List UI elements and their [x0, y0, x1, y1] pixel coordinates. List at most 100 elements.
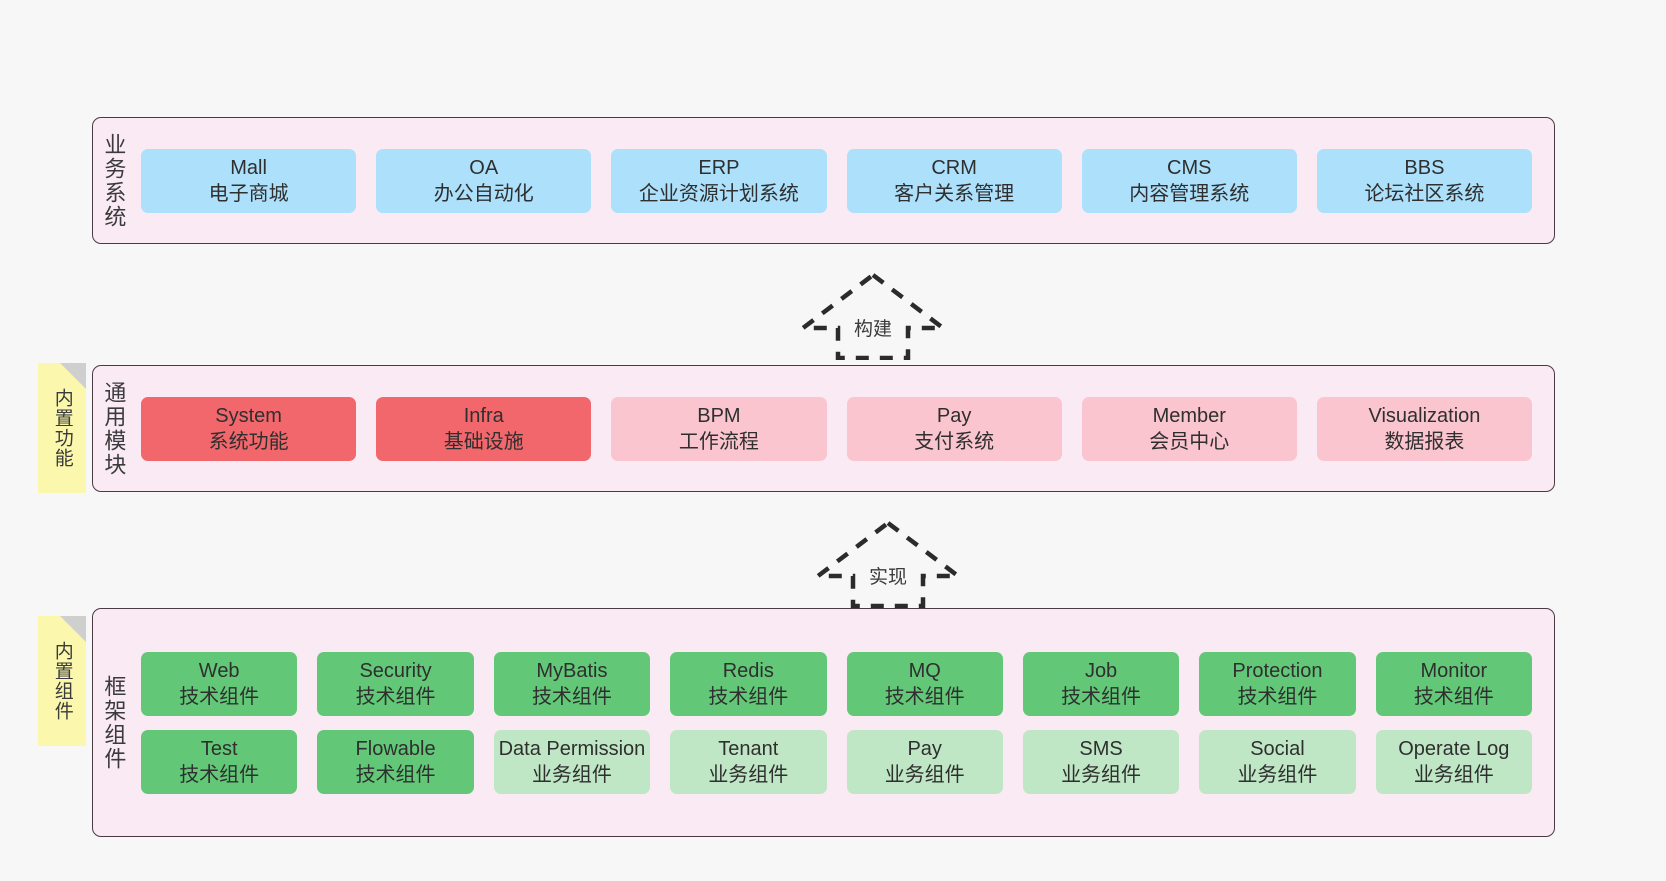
card-title: Mall — [230, 156, 267, 179]
card-title: MQ — [908, 659, 941, 682]
card-title: Web — [198, 659, 240, 682]
sticky-note-label: 内置组件 — [51, 641, 73, 721]
card-title: Infra — [463, 404, 504, 427]
card-subtitle: 支付系统 — [914, 430, 995, 453]
card-bbs[interactable]: BBS 论坛社区系统 — [1316, 148, 1533, 213]
card-subtitle: 业务组件 — [1413, 763, 1494, 786]
card-subtitle: 办公自动化 — [433, 182, 534, 205]
card-redis[interactable]: Redis 技术组件 — [670, 651, 827, 716]
card-title: Visualization — [1368, 404, 1481, 427]
card-row: Test 技术组件 Flowable 技术组件 Data Permission … — [141, 729, 1532, 794]
card-subtitle: 业务组件 — [531, 763, 612, 786]
card-sms[interactable]: SMS 业务组件 — [1022, 729, 1180, 794]
card-subtitle: 系统功能 — [208, 430, 289, 453]
sticky-note-builtin-component: 内置组件 — [38, 616, 86, 746]
implement-arrow: 实现 — [813, 518, 963, 608]
card-subtitle: 技术组件 — [355, 685, 436, 708]
card-bpm[interactable]: BPM 工作流程 — [611, 396, 827, 461]
card-subtitle: 客户关系管理 — [894, 182, 1015, 205]
card-title: ERP — [698, 156, 740, 179]
card-erp[interactable]: ERP 企业资源计划系统 — [611, 148, 827, 213]
card-title: OA — [469, 156, 499, 179]
card-mall[interactable]: Mall 电子商城 — [141, 148, 357, 213]
card-crm[interactable]: CRM 客户关系管理 — [846, 148, 1062, 213]
card-oa[interactable]: OA 办公自动化 — [376, 148, 592, 213]
card-row: System 系统功能 Infra 基础设施 BPM 工作流程 Pay 支付系统… — [141, 396, 1533, 461]
card-pay-component[interactable]: Pay 业务组件 — [846, 729, 1003, 794]
layer-framework-components: 框架组件 Web 技术组件 Security 技术组件 MyBatis 技术组件… — [92, 608, 1555, 837]
card-subtitle: 技术组件 — [355, 763, 436, 786]
card-mybatis[interactable]: MyBatis 技术组件 — [493, 651, 651, 716]
card-subtitle: 数据报表 — [1384, 430, 1465, 453]
card-subtitle: 业务组件 — [1061, 763, 1142, 786]
card-infra[interactable]: Infra 基础设施 — [376, 396, 592, 461]
card-subtitle: 电子商城 — [208, 182, 289, 205]
card-title: Pay — [936, 404, 972, 427]
sticky-note-label: 内置功能 — [51, 388, 73, 468]
card-row: Mall 电子商城 OA 办公自动化 ERP 企业资源计划系统 CRM 客户关系… — [141, 148, 1533, 213]
card-subtitle: 企业资源计划系统 — [638, 182, 799, 205]
card-system[interactable]: System 系统功能 — [141, 396, 357, 461]
sticky-note-builtin-function: 内置功能 — [38, 363, 86, 493]
layer-body-business-systems: Mall 电子商城 OA 办公自动化 ERP 企业资源计划系统 CRM 客户关系… — [133, 118, 1554, 243]
card-pay-module[interactable]: Pay 支付系统 — [846, 396, 1062, 461]
implement-arrow-label: 实现 — [868, 567, 907, 588]
card-web[interactable]: Web 技术组件 — [141, 651, 298, 716]
card-subtitle: 技术组件 — [531, 685, 612, 708]
layer-business-systems: 业务系统 Mall 电子商城 OA 办公自动化 ERP 企业资源计划系统 CRM… — [92, 117, 1555, 244]
card-operate-log[interactable]: Operate Log 业务组件 — [1375, 729, 1532, 794]
card-subtitle: 业务组件 — [884, 763, 965, 786]
layer-label-business-systems: 业务系统 — [101, 132, 127, 229]
layer-body-common-modules: System 系统功能 Infra 基础设施 BPM 工作流程 Pay 支付系统… — [133, 366, 1554, 491]
layer-common-modules: 通用模块 System 系统功能 Infra 基础设施 BPM 工作流程 Pay… — [92, 365, 1555, 492]
card-flowable[interactable]: Flowable 技术组件 — [317, 729, 474, 794]
layer-label-common-modules: 通用模块 — [101, 380, 127, 477]
card-subtitle: 技术组件 — [1413, 685, 1494, 708]
card-subtitle: 技术组件 — [179, 763, 260, 786]
card-title: Operate Log — [1398, 737, 1510, 760]
card-title: Job — [1084, 659, 1118, 682]
card-title: Tenant — [718, 737, 779, 760]
card-visualization[interactable]: Visualization 数据报表 — [1316, 396, 1533, 461]
card-subtitle: 工作流程 — [678, 430, 759, 453]
card-monitor[interactable]: Monitor 技术组件 — [1375, 651, 1532, 716]
card-subtitle: 内容管理系统 — [1129, 182, 1250, 205]
card-subtitle: 会员中心 — [1149, 430, 1230, 453]
card-title: CRM — [931, 156, 977, 179]
card-member[interactable]: Member 会员中心 — [1081, 396, 1297, 461]
card-subtitle: 基础设施 — [443, 430, 524, 453]
card-title: BBS — [1404, 156, 1445, 179]
card-subtitle: 技术组件 — [708, 685, 789, 708]
card-title: Pay — [907, 737, 942, 760]
build-arrow-label: 构建 — [853, 319, 892, 340]
card-row: Web 技术组件 Security 技术组件 MyBatis 技术组件 Redi… — [141, 651, 1532, 716]
card-subtitle: 业务组件 — [708, 763, 789, 786]
card-cms[interactable]: CMS 内容管理系统 — [1081, 148, 1297, 213]
layer-label-framework-components: 框架组件 — [101, 674, 127, 771]
card-social[interactable]: Social 业务组件 — [1199, 729, 1356, 794]
note-fold-corner-icon — [60, 616, 86, 642]
card-mq[interactable]: MQ 技术组件 — [846, 651, 1003, 716]
card-title: Flowable — [355, 737, 436, 760]
card-security[interactable]: Security 技术组件 — [317, 651, 474, 716]
card-subtitle: 技术组件 — [1061, 685, 1142, 708]
card-title: MyBatis — [536, 659, 608, 682]
card-tenant[interactable]: Tenant 业务组件 — [670, 729, 827, 794]
note-fold-corner-icon — [60, 363, 86, 389]
card-title: Member — [1152, 404, 1226, 427]
card-title: Protection — [1232, 659, 1323, 682]
card-subtitle: 技术组件 — [179, 685, 260, 708]
card-data-permission[interactable]: Data Permission 业务组件 — [493, 729, 651, 794]
build-arrow: 构建 — [798, 270, 948, 360]
card-protection[interactable]: Protection 技术组件 — [1199, 651, 1356, 716]
card-job[interactable]: Job 技术组件 — [1022, 651, 1180, 716]
layer-body-framework-components: Web 技术组件 Security 技术组件 MyBatis 技术组件 Redi… — [133, 609, 1554, 836]
card-title: Data Permission — [498, 737, 646, 760]
card-subtitle: 技术组件 — [884, 685, 965, 708]
card-title: SMS — [1079, 737, 1123, 760]
card-title: CMS — [1167, 156, 1212, 179]
card-subtitle: 论坛社区系统 — [1364, 182, 1485, 205]
card-subtitle: 业务组件 — [1237, 763, 1318, 786]
card-subtitle: 技术组件 — [1237, 685, 1318, 708]
card-test[interactable]: Test 技术组件 — [141, 729, 298, 794]
